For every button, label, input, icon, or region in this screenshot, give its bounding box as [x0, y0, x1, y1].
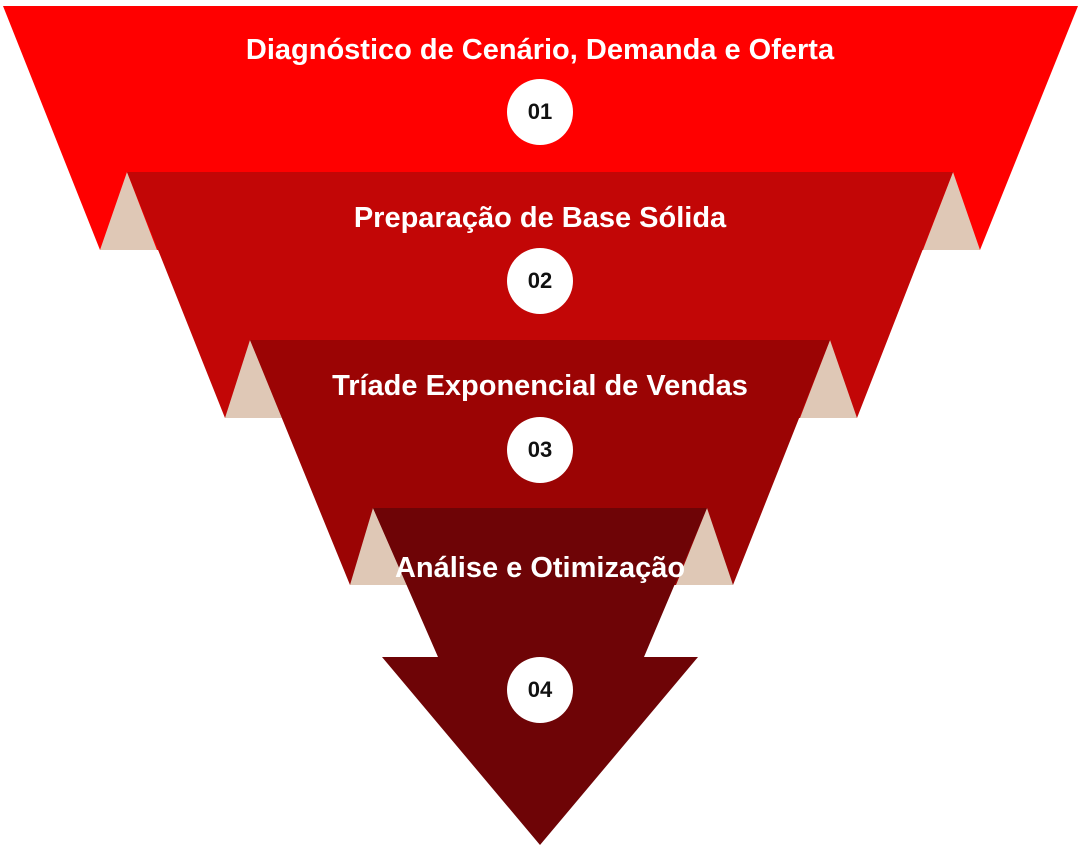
stage-1-title: Diagnóstico de Cenário, Demanda e Oferta — [245, 34, 835, 66]
stage-2-number-badge: 02 — [507, 248, 573, 314]
funnel-fold-left-1 — [100, 172, 157, 250]
stage-3-title: Tríade Exponencial de Vendas — [332, 370, 748, 402]
funnel-fold-right-3 — [676, 508, 733, 585]
stage-2-title: Preparação de Base Sólida — [353, 202, 727, 234]
stage-4-title: Análise e Otimização — [394, 552, 686, 584]
funnel-fold-right-2 — [800, 340, 857, 418]
stage-4-number-badge: 04 — [507, 657, 573, 723]
funnel-fold-right-1 — [923, 172, 980, 250]
funnel-fold-left-3 — [350, 508, 407, 585]
stage-3-number-badge: 03 — [507, 417, 573, 483]
funnel-fold-left-2 — [225, 340, 283, 418]
stage-1-number-badge: 01 — [507, 79, 573, 145]
